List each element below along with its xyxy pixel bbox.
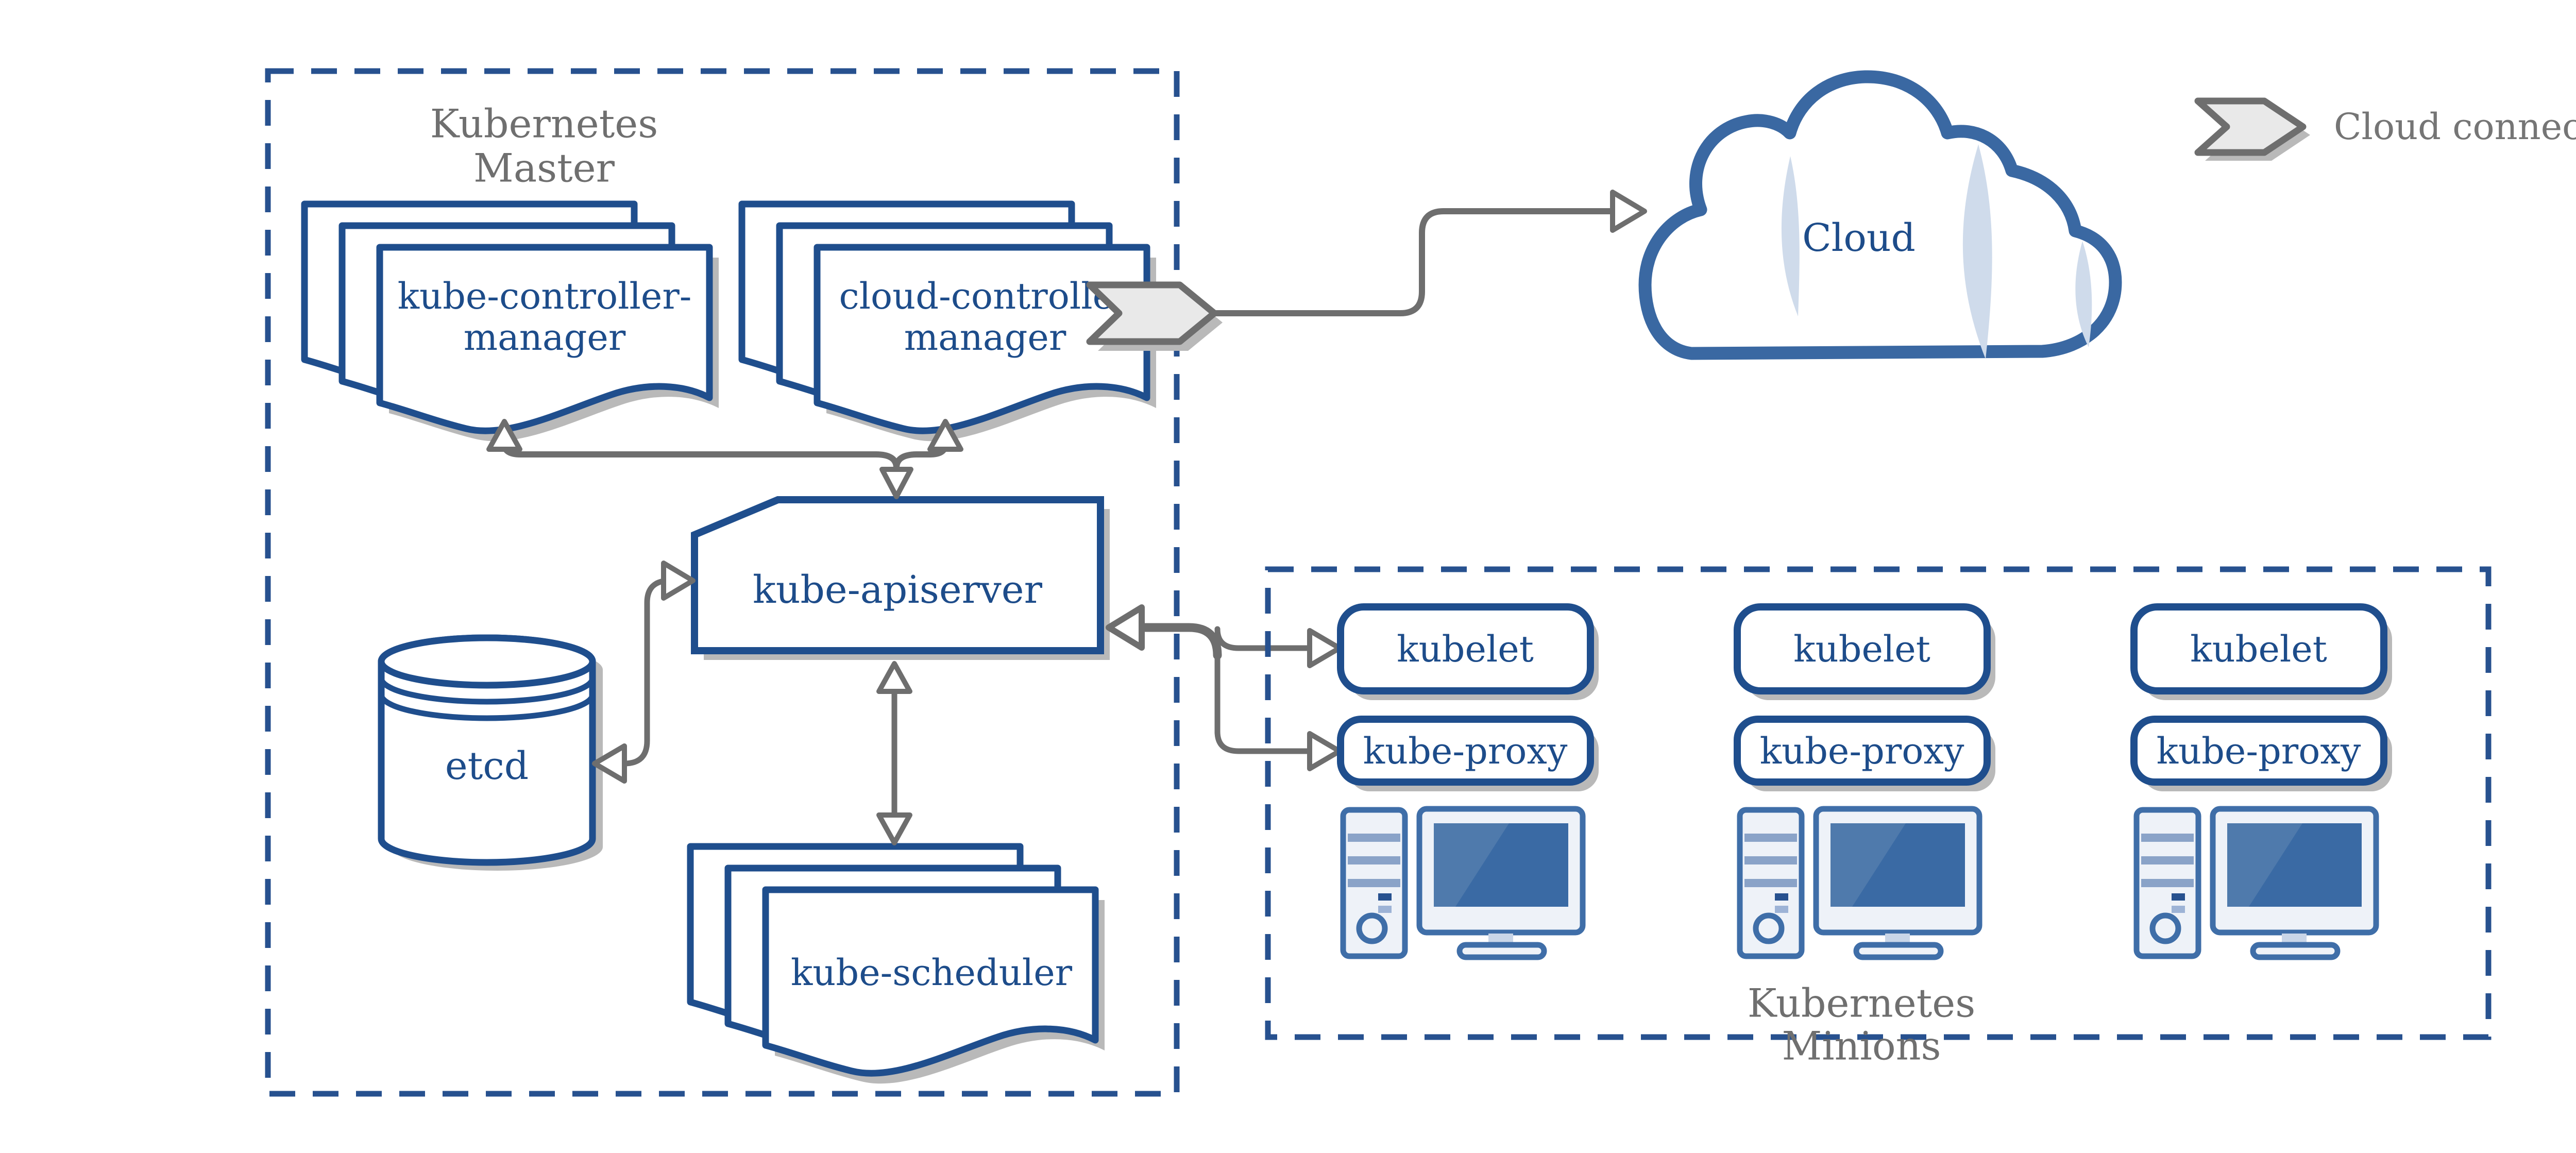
apiserver-etcd-connector <box>592 561 696 784</box>
kube-proxy-label: kube-proxy <box>2157 730 2361 772</box>
master-label-line2: Master <box>473 145 615 191</box>
cloud-highlight-slash <box>1962 144 1992 359</box>
kube-controller-manager-node: kube-controller- manager <box>304 204 719 441</box>
etcd-node: etcd <box>378 634 603 871</box>
kubelet-label: kubelet <box>1397 628 1534 670</box>
kube-proxy-box <box>1337 716 1594 786</box>
arrowhead-into-apiserver-bottom <box>876 661 912 694</box>
master-group-border <box>265 68 1180 1097</box>
cloud-controller-manager-label-line1: cloud-controller <box>839 275 1131 317</box>
cloud-icon <box>1638 70 2122 360</box>
kubelet-box <box>1734 603 1991 694</box>
arrowhead-into-kube-controller-manager <box>486 419 522 452</box>
minions-label-line2: Minions <box>1782 1023 1941 1069</box>
arrowhead-into-cloud-controller-manager <box>927 419 963 452</box>
arrowhead-into-cloud <box>1610 190 1647 233</box>
kube-proxy-label: kube-proxy <box>1363 730 1568 772</box>
etcd-label: etcd <box>445 744 529 788</box>
computer-icon <box>2137 809 2376 957</box>
kube-scheduler-label: kube-scheduler <box>791 952 1073 994</box>
minions-group-border <box>1265 566 2492 1040</box>
kube-scheduler-node: kube-scheduler <box>690 846 1105 1083</box>
arrowhead-into-scheduler <box>876 812 912 845</box>
kube-controller-manager-label-line2: manager <box>464 316 626 359</box>
cloud-connector-line <box>1211 208 1615 316</box>
legend: Cloud connector <box>2194 97 2576 161</box>
kube-apiserver-label: kube-apiserver <box>753 568 1043 612</box>
arrowhead-into-kube-proxy <box>1307 731 1342 771</box>
cloud-controller-manager-label-line2: manager <box>904 316 1066 359</box>
cloud-connector-legend-icon <box>2194 97 2310 161</box>
minion-node-3: kubelet kube-proxy <box>2130 603 2392 957</box>
controllers-to-apiserver-connector <box>486 419 963 499</box>
arrowhead-into-apiserver-top <box>879 467 913 499</box>
cloud-node: Cloud <box>1638 70 2122 360</box>
master-label-line1: Kubernetes <box>430 101 658 147</box>
minion-node-2: kubelet kube-proxy <box>1734 603 1995 957</box>
kubelet-box <box>1337 603 1594 694</box>
cloud-highlight-slash <box>1781 156 1800 316</box>
cloud-connector-icon <box>1086 281 1223 351</box>
kube-apiserver-node: kube-apiserver <box>691 496 1110 660</box>
kube-proxy-box <box>2130 716 2387 786</box>
kube-proxy-label: kube-proxy <box>1760 730 1964 772</box>
kube-proxy-box <box>1734 716 1991 786</box>
cloud-highlight-slash <box>2075 241 2092 347</box>
computer-icon <box>1740 809 1979 957</box>
kubelet-label: kubelet <box>1793 628 1930 670</box>
apiserver-minions-connector <box>1106 604 1342 771</box>
cloud-controller-manager-node: cloud-controller manager <box>742 204 1156 441</box>
arrowhead-into-etcd <box>592 743 627 784</box>
minions-label-line1: Kubernetes <box>1748 980 1975 1026</box>
kubelet-label: kubelet <box>2190 628 2327 670</box>
apiserver-scheduler-double-arrow <box>876 661 912 845</box>
arrowhead-into-kubelet <box>1307 628 1342 668</box>
minion-node-1: kubelet kube-proxy <box>1337 603 1599 957</box>
kube-controller-manager-label-line1: kube-controller- <box>398 275 692 317</box>
computer-icon <box>1343 809 1583 957</box>
cloud-connector-legend-label: Cloud connector <box>2334 106 2576 148</box>
arrowhead-into-apiserver-right <box>1106 604 1145 651</box>
arrowhead-into-apiserver-left <box>661 561 696 601</box>
kubelet-box <box>2130 603 2387 694</box>
cloud-label: Cloud <box>1802 216 1916 260</box>
